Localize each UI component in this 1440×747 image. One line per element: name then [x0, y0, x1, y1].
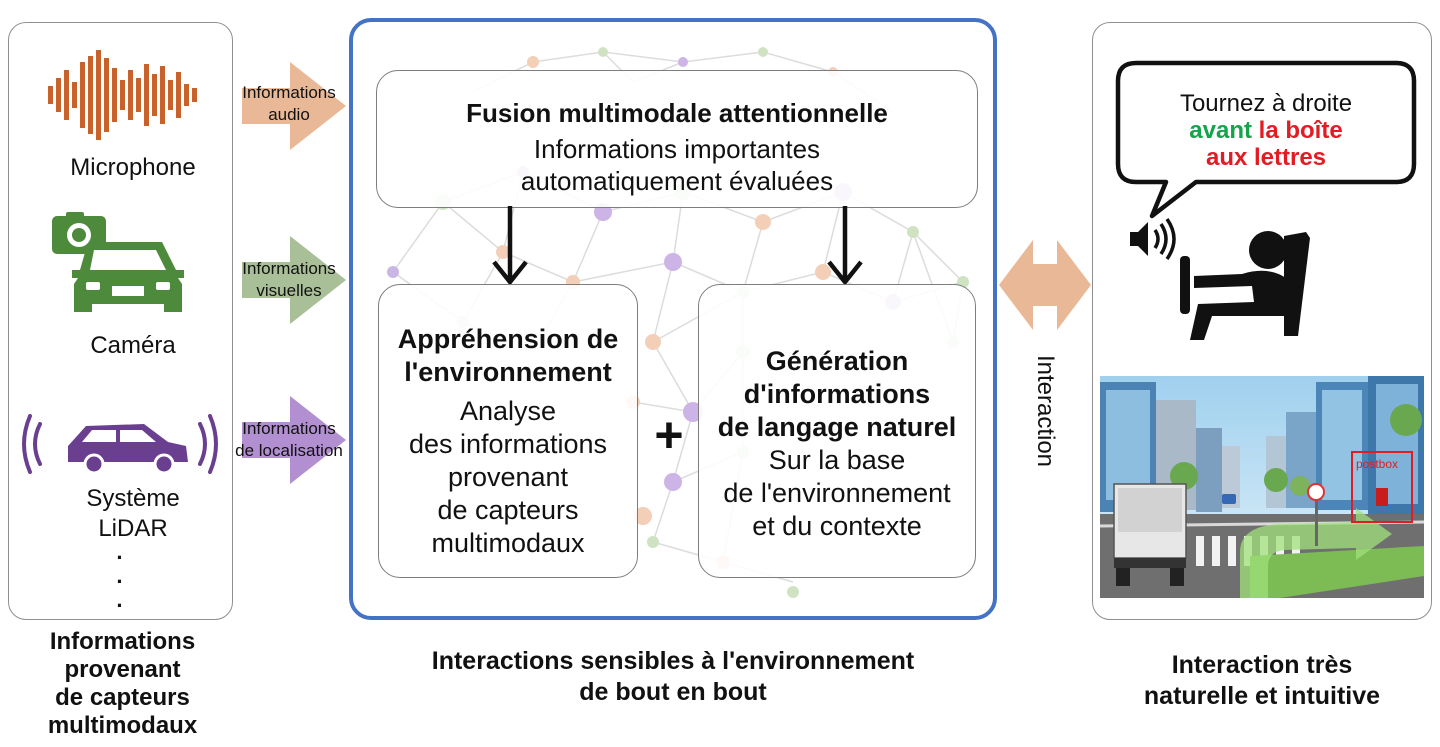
camera-car-icon — [52, 212, 184, 312]
apprehension-title-line1: Appréhension de — [397, 324, 619, 354]
visual-arrow — [242, 236, 346, 324]
interaction-double-arrow — [999, 240, 1091, 330]
down-arrow-right — [827, 206, 863, 286]
generation-body-line1: Sur la base — [768, 445, 906, 475]
apprehension-title-line2: l'environnement — [404, 357, 612, 387]
speech-bubble — [1115, 60, 1417, 219]
visual-arrow-label-line2: visuelles — [256, 281, 322, 300]
ellipsis: · · · — [110, 546, 130, 618]
caption-right: Interaction très naturelle et intuitive — [1092, 650, 1432, 712]
localisation-arrow-label: Informations de localisation — [224, 418, 354, 462]
fusion-line2: automatiquement évaluées — [520, 166, 834, 196]
ellipsis-dot-3: · — [116, 593, 124, 618]
caption-left-line2: provenant — [64, 656, 181, 683]
apprehension-body-line5: multimodaux — [431, 528, 585, 558]
lidar-car-icon — [22, 414, 218, 475]
visual-arrow-label-line1: Informations — [242, 259, 336, 278]
speaker-icon — [1130, 217, 1176, 261]
audio-arrow-label: Informations audio — [224, 82, 354, 126]
plus-sign: + — [654, 407, 684, 463]
sensor-panel — [8, 22, 233, 620]
audio-arrow-label-line2: audio — [268, 105, 310, 124]
generation-title-line1: Génération — [765, 346, 909, 376]
generation-title-line2: d'informations — [743, 379, 931, 409]
caption-left-line1: Informations — [49, 628, 196, 655]
street-scene-illustration: postbox — [1100, 376, 1424, 598]
apprehension-box: Appréhension de l'environnement Analyse … — [378, 284, 638, 578]
caption-left: Informations provenant de capteurs multi… — [0, 628, 245, 740]
generation-box: Génération d'informations de langage nat… — [698, 284, 976, 578]
generation-title-line3: de langage naturel — [717, 412, 957, 442]
speech-line2-green: avant — [1189, 117, 1252, 144]
lidar-label-line1: Système — [86, 485, 180, 512]
apprehension-body-line4: de capteurs — [437, 495, 579, 525]
ellipsis-dot-1: · — [116, 545, 124, 570]
localisation-arrow-label-line2: de localisation — [235, 441, 343, 460]
apprehension-body-line2: des informations — [408, 429, 608, 459]
speech-line2: avant la boîte — [1118, 117, 1414, 144]
fusion-title: Fusion multimodale attentionnelle — [466, 98, 888, 128]
apprehension-body-line1: Analyse — [459, 396, 557, 426]
fusion-line1: Informations importantes — [533, 134, 821, 164]
speech-line2-red: la boîte — [1258, 117, 1343, 144]
caption-right-line1: Interaction très — [1171, 651, 1353, 679]
visual-arrow-label: Informations visuelles — [224, 258, 354, 302]
generation-body-line3: et du contexte — [752, 511, 922, 541]
caption-right-line2: naturelle et intuitive — [1143, 682, 1381, 710]
localisation-arrow-label-line1: Informations — [242, 419, 336, 438]
microphone-label: Microphone — [70, 154, 196, 181]
speech-line1: Tournez à droite — [1179, 90, 1353, 117]
microphone-waveform-icon — [48, 50, 197, 140]
interaction-label: Interaction — [1032, 354, 1059, 468]
lidar-label-line2: LiDAR — [98, 515, 168, 542]
caption-left-line4: multimodaux — [47, 712, 198, 739]
audio-arrow-label-line1: Informations — [242, 83, 336, 102]
speech-text: Tournez à droite avant la boîte aux lett… — [1118, 90, 1414, 171]
camera-label: Caméra — [90, 332, 176, 359]
fusion-box: Fusion multimodale attentionnelle Inform… — [376, 70, 978, 208]
caption-center: Interactions sensibles à l'environnement… — [349, 646, 997, 708]
driver-icon — [1180, 231, 1310, 340]
localisation-arrow — [242, 396, 346, 484]
speech-line3: aux lettres — [1205, 144, 1327, 171]
postbox-tag: postbox — [1356, 457, 1398, 471]
audio-arrow — [242, 62, 346, 150]
down-arrow-left — [492, 206, 528, 286]
apprehension-body-line3: provenant — [447, 462, 569, 492]
ellipsis-dot-2: · — [116, 569, 124, 594]
lidar-label: Système LiDAR — [33, 484, 233, 544]
caption-center-line2: de bout en bout — [579, 678, 767, 706]
generation-body-line2: de l'environnement — [723, 478, 951, 508]
caption-center-line1: Interactions sensibles à l'environnement — [431, 647, 915, 675]
caption-left-line3: de capteurs — [55, 684, 190, 711]
